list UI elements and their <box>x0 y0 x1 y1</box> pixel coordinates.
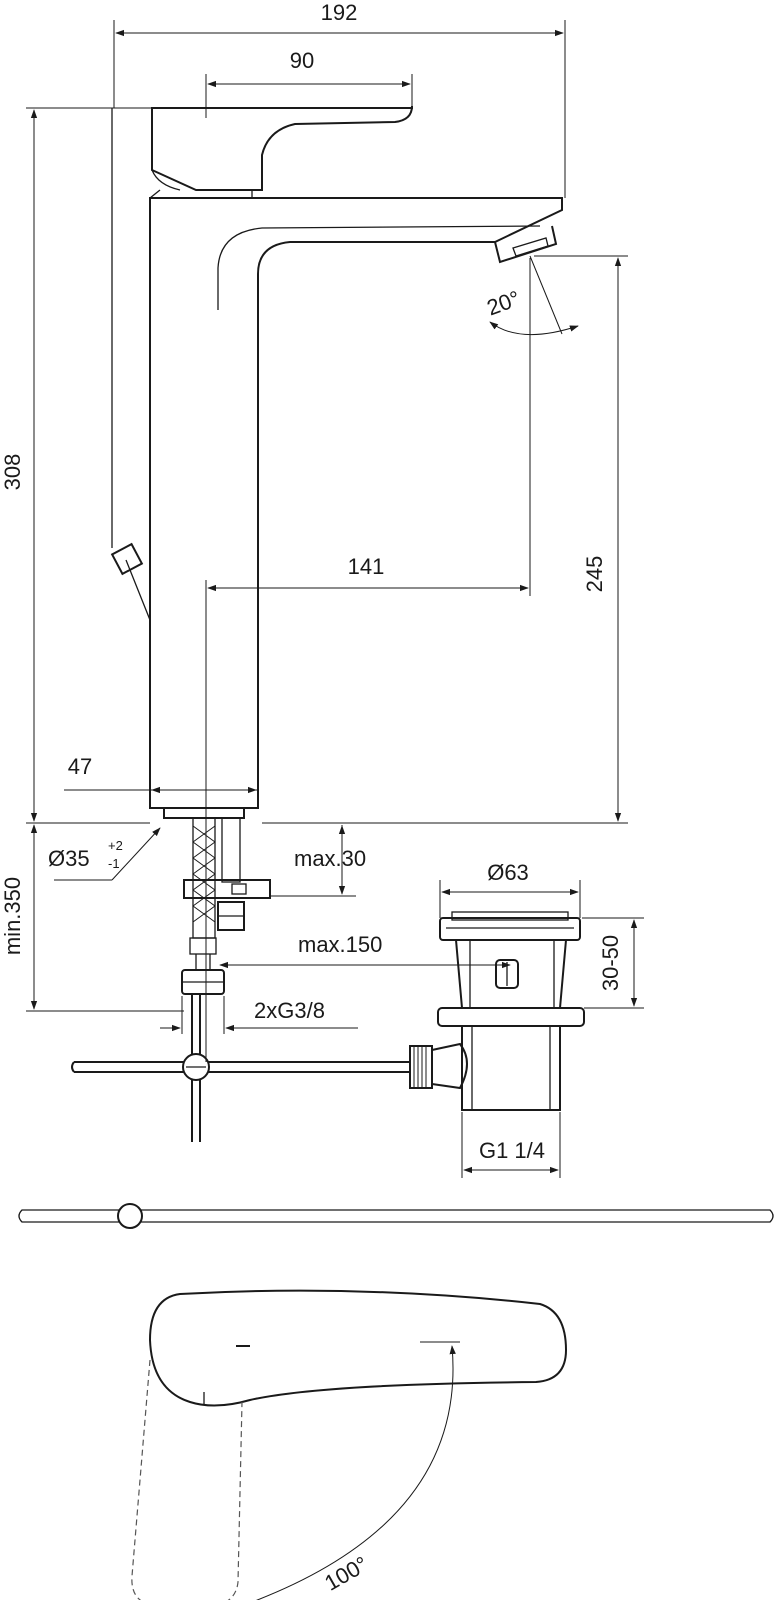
dim-connection-label: 2xG3/8 <box>254 998 325 1023</box>
dim-min350-label: min.350 <box>0 877 25 955</box>
underdeck-fittings <box>71 817 410 1142</box>
dim-141-label: 141 <box>348 554 385 579</box>
dim-245-label: 245 <box>582 556 607 593</box>
dim-tol-plus-label: +2 <box>108 838 123 853</box>
dim-47-label: 47 <box>68 754 92 779</box>
braided-hose <box>192 817 216 939</box>
plan-divider <box>18 1203 774 1229</box>
angle-20-label: 20° <box>484 286 524 321</box>
waste-cap <box>439 917 581 941</box>
dim-90-label: 90 <box>290 48 314 73</box>
base-flange <box>163 807 245 819</box>
fixing-plate <box>183 879 271 899</box>
lever-handle <box>149 105 413 199</box>
waste-connector <box>409 1045 433 1089</box>
dim-waste-thread-label: G1 1/4 <box>479 1138 545 1163</box>
dim-diameter63-label: Ø63 <box>487 860 529 885</box>
angle-100-label: 100° <box>320 1551 372 1595</box>
dim-waste-height-label: 30-50 <box>598 935 623 991</box>
faucet-body <box>110 105 563 819</box>
popup-waste <box>409 911 585 1111</box>
dim-max150-label: max.150 <box>298 932 382 957</box>
dim-tol-minus-label: -1 <box>108 856 120 871</box>
popup-rod-knob <box>110 108 151 621</box>
dim-max30-label: max.30 <box>294 846 366 871</box>
waste-flange <box>437 1007 585 1027</box>
top-view-lever <box>131 1289 568 1600</box>
labels: 192 90 308 141 245 47 min.350 Ø35 +2 -1 … <box>0 0 623 1596</box>
aerator <box>494 225 558 264</box>
dim-308-label: 308 <box>0 454 25 491</box>
dim-diameter35-label: Ø35 <box>48 846 90 871</box>
dimensions <box>26 20 644 1178</box>
dim-192-label: 192 <box>321 0 358 25</box>
